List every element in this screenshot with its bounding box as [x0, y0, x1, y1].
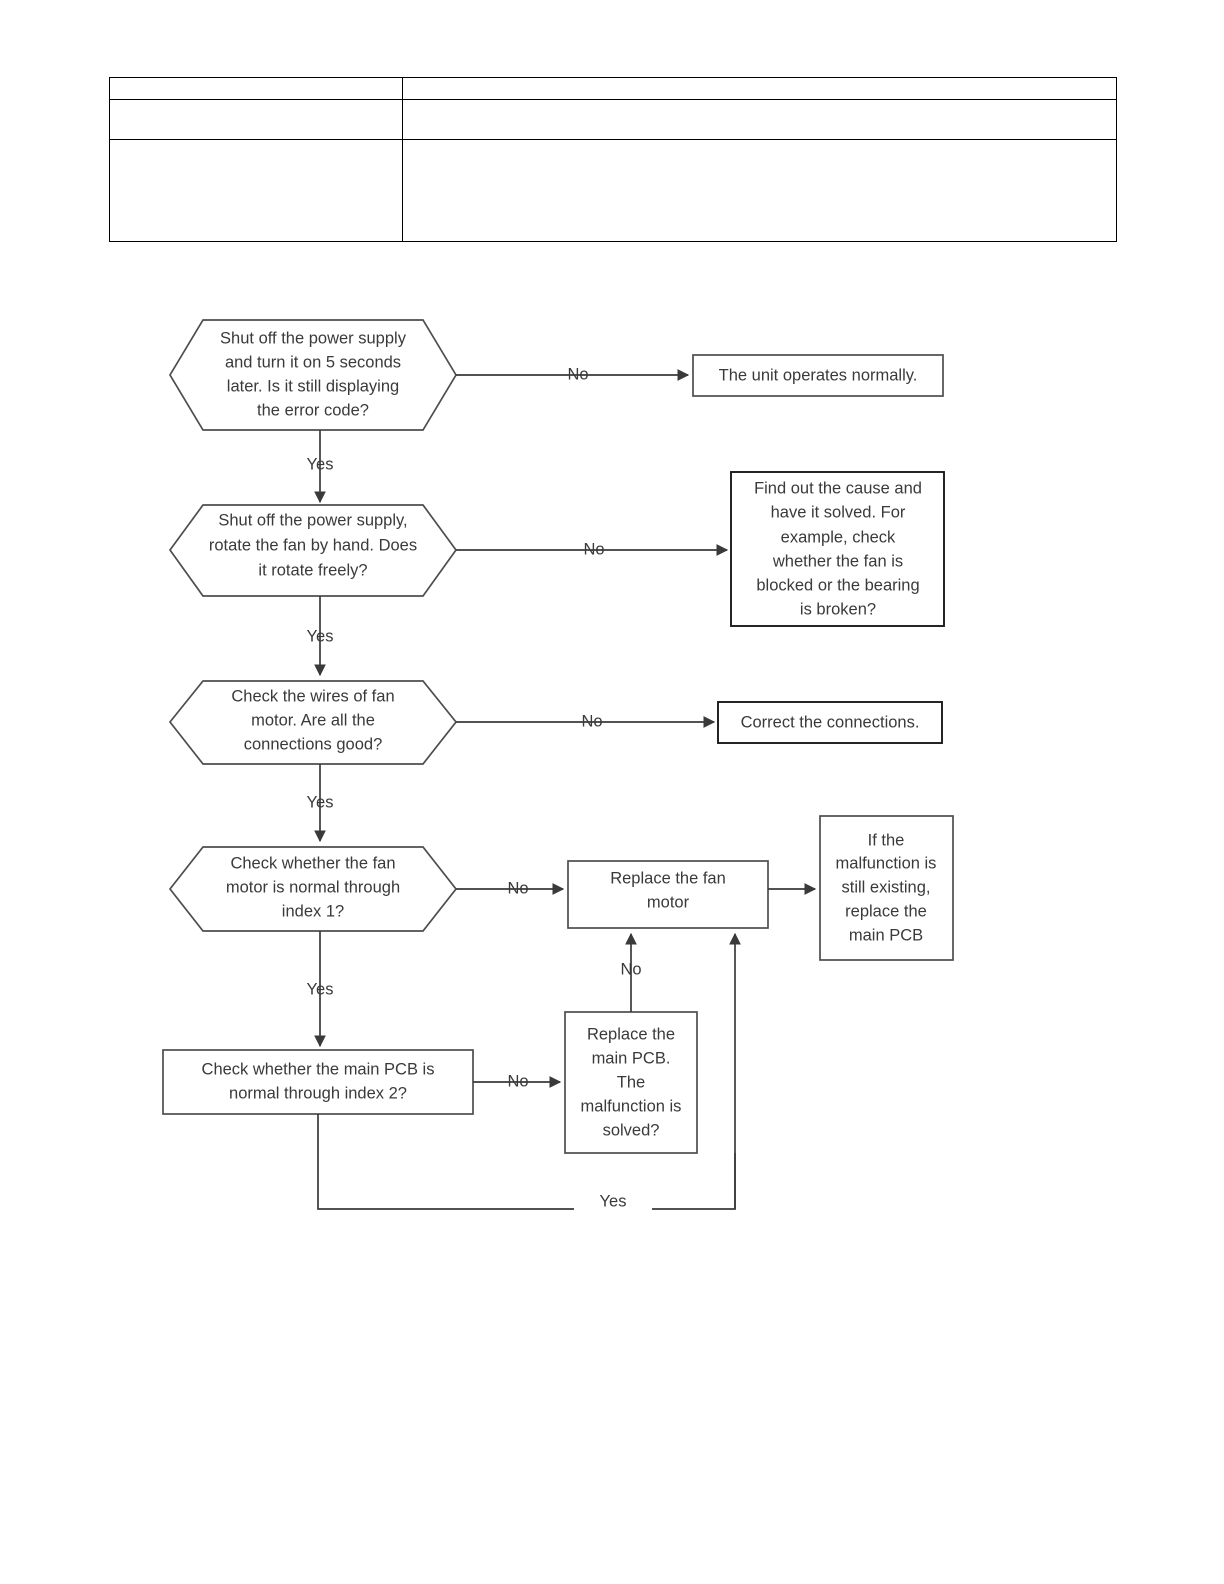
node-text-line: index 1?: [282, 902, 344, 920]
result-node-find-cause: Find out the cause and have it solved. F…: [730, 471, 945, 627]
edge-label-no: No: [507, 879, 528, 897]
connector-r6-yes-segment: [652, 1153, 736, 1210]
node-text-line: still existing,: [842, 878, 931, 896]
action-node-replace-fan-motor: Replace the fan motor: [567, 860, 769, 929]
node-text-line: Correct the connections.: [741, 713, 920, 731]
document-table: [109, 77, 1117, 242]
edge-label-no: No: [581, 712, 602, 730]
table-cell: [402, 77, 1117, 100]
table-cell: [109, 77, 403, 100]
node-text-line: later. Is it still displaying: [227, 377, 399, 395]
result-node-replace-main-pcb-if-still: If the malfunction is still existing, re…: [819, 815, 954, 961]
node-text-line: blocked or the bearing: [756, 576, 919, 594]
result-node-correct-connections: Correct the connections.: [717, 701, 943, 744]
node-text-line: motor. Are all the: [251, 711, 375, 729]
table-cell: [402, 99, 1117, 140]
edge-label-no: No: [583, 540, 604, 558]
node-text-line: Shut off the power supply: [220, 329, 407, 347]
decision-node-replace-main-pcb-solved: Replace the main PCB. The malfunction is…: [564, 1011, 698, 1154]
node-text-line: Check whether the fan: [230, 854, 395, 872]
decision-node-check-fan-motor: Check whether the fan motor is normal th…: [168, 846, 458, 932]
node-text-line: example, check: [781, 528, 896, 546]
edge-label-no: No: [507, 1072, 528, 1090]
edge-label-yes: Yes: [600, 1192, 627, 1210]
node-text-line: If the: [868, 831, 905, 849]
node-text-line: Replace the fan: [610, 869, 726, 887]
table-cell: [109, 99, 403, 140]
node-text-line: motor: [647, 893, 690, 911]
edge-label-yes: Yes: [307, 793, 334, 811]
node-text-line: have it solved. For: [771, 503, 906, 521]
node-text-line: connections good?: [244, 735, 383, 753]
edge-label-yes: Yes: [307, 455, 334, 473]
node-text-line: is broken?: [800, 600, 876, 618]
node-text-line: rotate the fan by hand. Does: [209, 536, 417, 554]
table-row: [109, 77, 1117, 100]
node-text-line: The: [617, 1073, 645, 1091]
decision-node-restart-power: Shut off the power supply and turn it on…: [169, 319, 457, 431]
edge-label-yes: Yes: [307, 627, 334, 645]
node-text-line: main PCB: [849, 926, 923, 944]
decision-node-check-main-pcb: Check whether the main PCB is normal thr…: [162, 1049, 474, 1115]
node-text-line: malfunction is: [581, 1097, 682, 1115]
decision-node-rotate-fan: Shut off the power supply, rotate the fa…: [168, 504, 458, 597]
node-text-line: it rotate freely?: [258, 561, 367, 579]
node-text-line: Replace the: [587, 1025, 675, 1043]
node-text-line: Check the wires of fan: [231, 687, 394, 705]
edge-label-no: No: [567, 365, 588, 383]
node-text-line: Check whether the main PCB is: [202, 1060, 435, 1078]
table-cell: [402, 139, 1117, 242]
table-row: [109, 139, 1117, 242]
node-text-line: and turn it on 5 seconds: [225, 353, 401, 371]
connector-d5-yes-loop: [317, 1114, 574, 1210]
node-text-line: Find out the cause and: [754, 479, 922, 497]
node-text-line: normal through index 2?: [229, 1084, 407, 1102]
node-text-line: replace the: [845, 902, 927, 920]
node-text-line: solved?: [603, 1121, 660, 1139]
decision-node-check-wires: Check the wires of fan motor. Are all th…: [168, 680, 458, 765]
result-node-unit-normal: The unit operates normally.: [692, 354, 944, 397]
node-text-line: motor is normal through: [226, 878, 400, 896]
node-text-line: the error code?: [257, 401, 369, 419]
edge-label-no: No: [620, 960, 641, 978]
table-cell: [109, 139, 403, 242]
node-text-line: malfunction is: [836, 854, 937, 872]
table-row: [109, 99, 1117, 140]
edge-label-yes: Yes: [307, 980, 334, 998]
node-text-line: main PCB.: [592, 1049, 671, 1067]
node-text-line: Shut off the power supply,: [218, 511, 407, 529]
node-text-line: whether the fan is: [772, 552, 903, 570]
node-text-line: The unit operates normally.: [719, 366, 918, 384]
